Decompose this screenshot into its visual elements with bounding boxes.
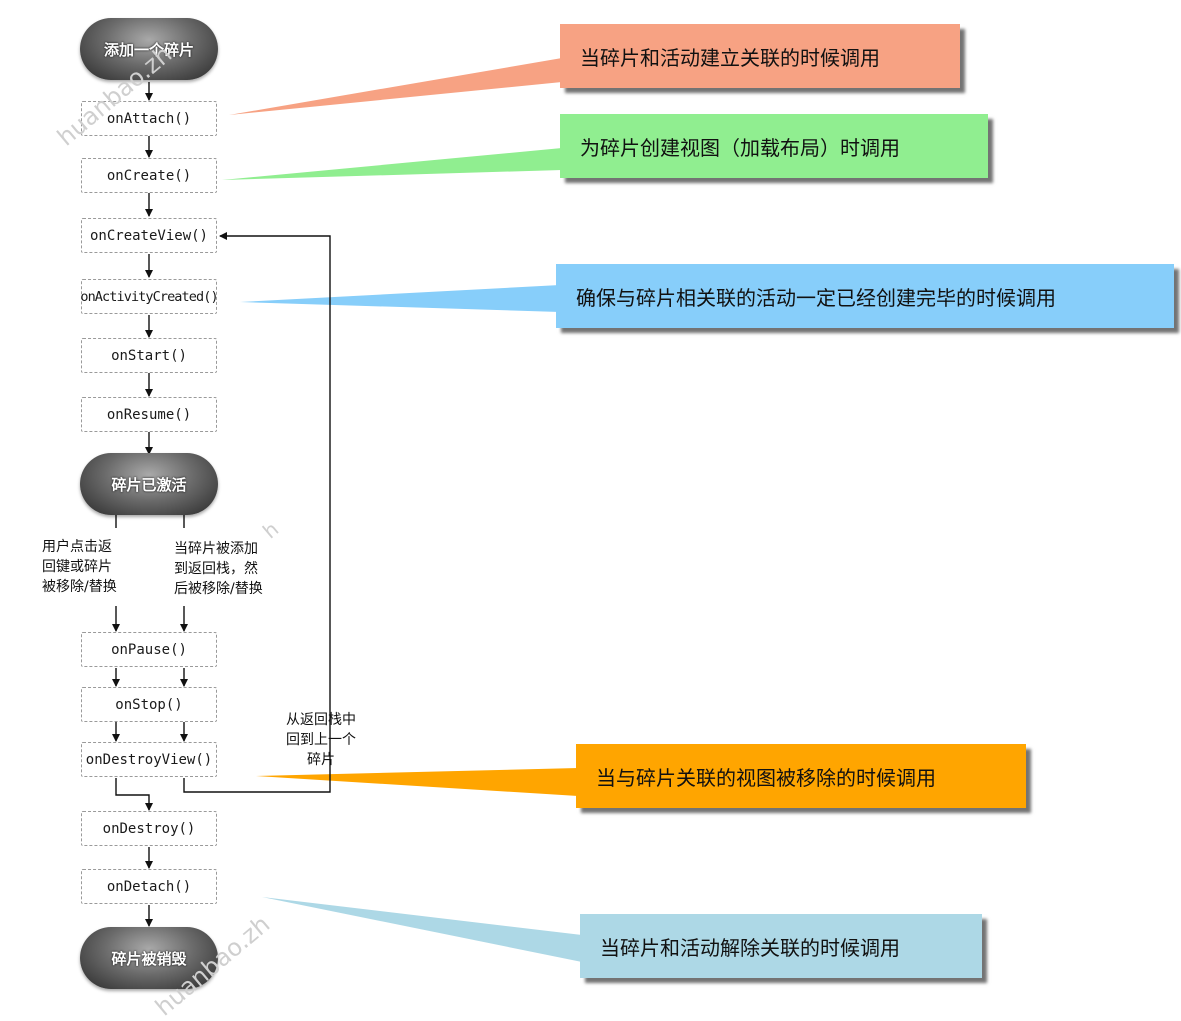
callout-activity-created: 确保与碎片相关联的活动一定已经创建完毕的时候调用 [556,264,1174,328]
method-on-resume: onResume() [81,397,217,432]
method-on-create: onCreate() [81,158,217,193]
method-on-create-view: onCreateView() [81,218,217,253]
method-on-attach: onAttach() [81,101,217,136]
method-on-pause: onPause() [81,632,217,667]
callout-pointer-destroy-view [256,768,578,796]
callout-create-view: 为碎片创建视图（加载布局）时调用 [560,114,988,178]
callout-pointer-attach [229,58,562,115]
note-return-from-backstack: 从返回栈中 回到上一个 碎片 [286,712,356,768]
method-on-detach: onDetach() [81,869,217,904]
method-on-start: onStart() [81,338,217,373]
callout-detach: 当碎片和活动解除关联的时候调用 [580,914,982,978]
method-on-stop: onStop() [81,687,217,722]
state-add-fragment: 添加一个碎片 [80,18,218,80]
method-on-destroy-view: onDestroyView() [81,742,217,777]
note-added-to-backstack: 当碎片被添加 到返回栈，然 后被移除/替换 [174,541,263,597]
callout-pointer-activity-created [240,285,560,312]
state-fragment-active: 碎片已激活 [80,453,218,515]
callout-pointer-detach [262,897,582,962]
callout-destroy-view: 当与碎片关联的视图被移除的时候调用 [576,744,1026,808]
state-fragment-destroyed: 碎片被销毁 [80,927,218,989]
method-on-destroy: onDestroy() [81,811,217,846]
flow-arrows [112,82,331,927]
note-back-or-replace: 用户点击返 回键或碎片 被移除/替换 [42,539,117,595]
method-on-activity-created: onActivityCreated() [80,279,219,314]
callout-attach: 当碎片和活动建立关联的时候调用 [560,24,960,88]
callout-pointer-create-view [222,148,562,180]
